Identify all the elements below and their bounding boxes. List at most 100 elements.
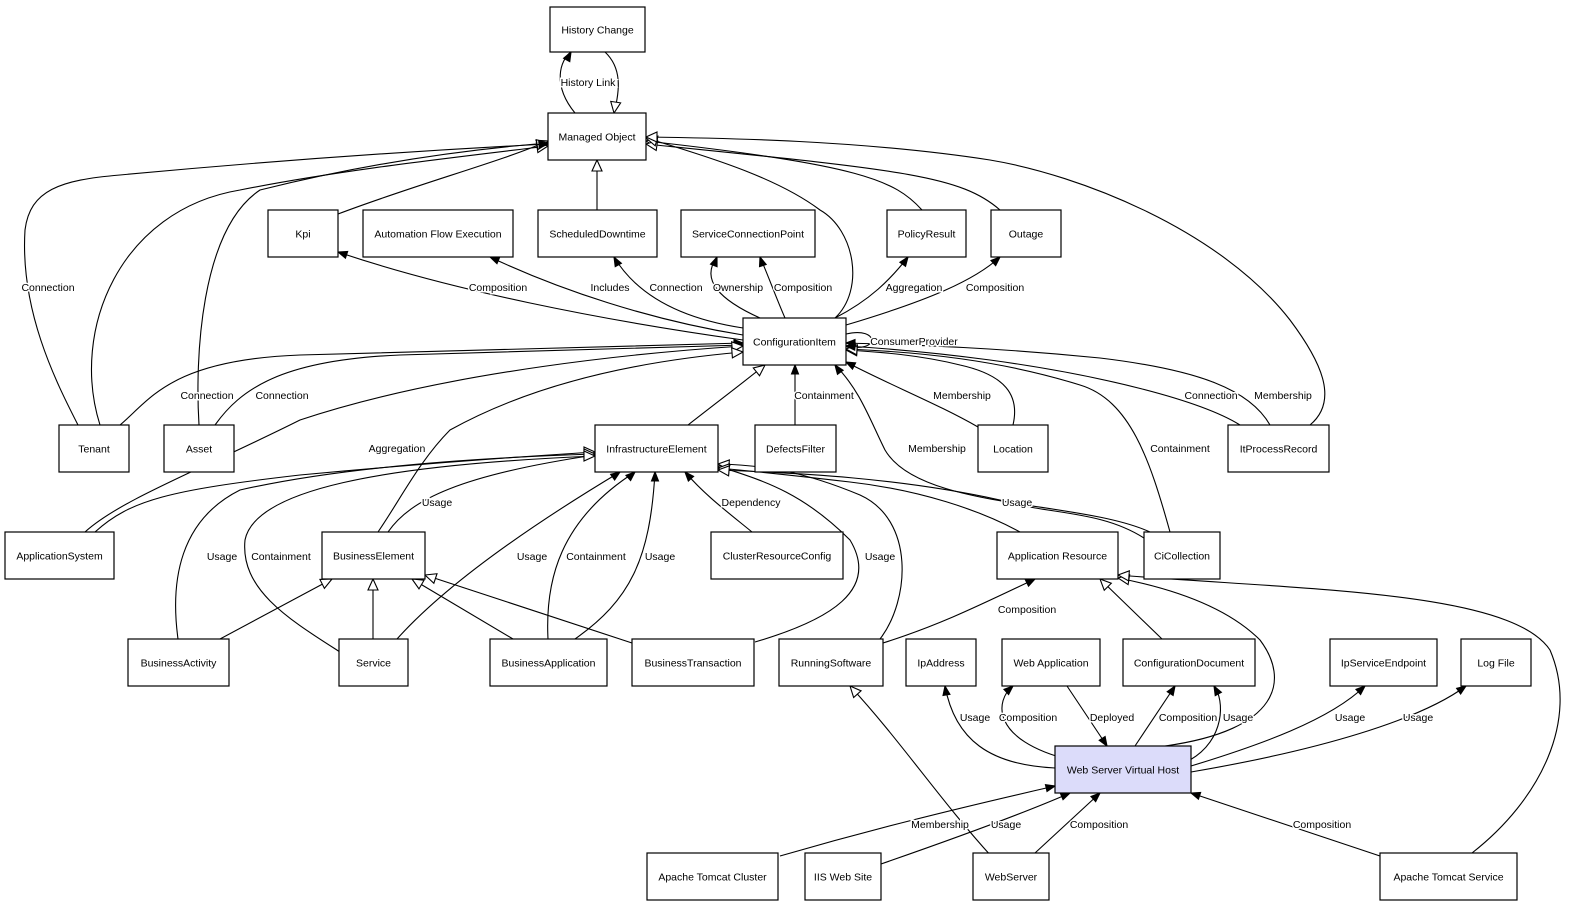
edge-line <box>1099 578 1163 640</box>
node-service[interactable]: Service <box>338 638 409 687</box>
edge-ci-to-afe <box>488 256 744 336</box>
edge-label: Connection <box>649 282 702 294</box>
node-kpi[interactable]: Kpi <box>267 209 339 258</box>
node-policy[interactable]: PolicyResult <box>886 209 967 258</box>
edge-line <box>834 364 1151 533</box>
node-btrans[interactable]: BusinessTransaction <box>631 638 755 687</box>
node-box <box>804 852 882 901</box>
edge-line <box>424 574 633 644</box>
node-managed[interactable]: Managed Object <box>547 112 647 161</box>
node-label: Web Server Virtual Host <box>1067 765 1179 777</box>
edge-line <box>547 471 636 640</box>
node-afe[interactable]: Automation Flow Execution <box>362 209 514 258</box>
node-box <box>996 531 1119 580</box>
node-tenant[interactable]: Tenant <box>58 424 130 473</box>
node-atc[interactable]: Apache Tomcat Cluster <box>646 852 779 901</box>
node-box <box>977 424 1049 473</box>
edge-ci-to-policy <box>834 255 909 319</box>
edge-label: Connection <box>21 282 74 294</box>
edge-wsvh-to-ipaddr <box>942 684 1056 769</box>
edge-wsvh-to-ipse <box>1190 684 1367 767</box>
edge-webapp-to-wsvh <box>1066 685 1108 748</box>
edge-line <box>845 348 1171 533</box>
edge-asset-to-ci <box>214 340 745 426</box>
node-appres[interactable]: Application Resource <box>996 531 1119 580</box>
filled-arrowhead-icon <box>488 256 501 265</box>
node-label: Web Application <box>1013 658 1088 670</box>
edge-label: Composition <box>774 282 833 294</box>
node-webapp[interactable]: Web Application <box>1001 638 1101 687</box>
edge-line <box>645 143 1001 211</box>
node-ipaddr[interactable]: IpAddress <box>905 638 977 687</box>
hollow-arrowhead-icon <box>591 158 603 172</box>
node-box <box>163 424 235 473</box>
edge-sdt-to-managed <box>591 158 603 210</box>
node-appsys[interactable]: ApplicationSystem <box>4 531 115 580</box>
edge-history-to-managed <box>604 51 622 115</box>
edge-label: Usage <box>960 712 991 724</box>
node-ci[interactable]: ConfigurationItem <box>742 317 847 366</box>
edge-line <box>845 345 1241 426</box>
edge-label: Composition <box>469 282 528 294</box>
node-logfile[interactable]: Log File <box>1460 638 1532 687</box>
node-location[interactable]: Location <box>977 424 1049 473</box>
edge-line <box>91 145 549 426</box>
node-sdt[interactable]: ScheduledDowntime <box>537 209 658 258</box>
edge-line <box>1134 685 1176 747</box>
node-cicoll[interactable]: CiCollection <box>1143 531 1221 580</box>
node-confdoc[interactable]: ConfigurationDocument <box>1122 638 1256 687</box>
node-wsvh[interactable]: Web Server Virtual Host <box>1054 745 1192 794</box>
edge-line <box>779 785 1056 857</box>
node-box <box>489 638 608 687</box>
node-bapp[interactable]: BusinessApplication <box>489 638 608 687</box>
filled-arrowhead-icon <box>538 140 550 150</box>
edge-line <box>1190 792 1381 857</box>
edge-line <box>849 685 993 858</box>
edge-line <box>23 143 549 426</box>
filled-arrowhead-icon <box>1166 684 1176 697</box>
edge-service-to-be <box>367 577 379 639</box>
edge-line <box>1117 574 1561 854</box>
node-crc[interactable]: ClusterResourceConfig <box>710 531 844 580</box>
node-box <box>1329 638 1438 687</box>
node-box <box>680 209 816 258</box>
edge-service-to-infra <box>396 471 622 640</box>
hollow-arrowhead-icon <box>1116 570 1130 582</box>
edge-webserver-to-wsvh <box>1034 791 1102 854</box>
node-ats[interactable]: Apache Tomcat Service <box>1379 852 1518 901</box>
edge-line <box>1190 685 1366 767</box>
node-outage[interactable]: Outage <box>990 209 1062 258</box>
node-itproc[interactable]: ItProcessRecord <box>1227 424 1330 473</box>
node-rsw[interactable]: RunningSoftware <box>778 638 884 687</box>
edge-label: Usage <box>422 497 453 509</box>
node-be[interactable]: BusinessElement <box>321 531 426 580</box>
node-box <box>537 209 658 258</box>
edge-label: Composition <box>966 282 1025 294</box>
node-defects[interactable]: DefectsFilter <box>754 424 837 473</box>
node-scp[interactable]: ServiceConnectionPoint <box>680 209 816 258</box>
edge-line <box>944 685 1056 769</box>
edge-line <box>337 140 549 215</box>
node-label: Tenant <box>78 444 110 456</box>
node-asset[interactable]: Asset <box>163 424 235 473</box>
node-iis[interactable]: IIS Web Site <box>804 852 882 901</box>
edge-line <box>489 256 744 336</box>
node-webserver[interactable]: WebServer <box>972 852 1050 901</box>
node-label: Apache Tomcat Cluster <box>658 872 767 884</box>
edge-bapp-to-be <box>410 578 514 640</box>
filled-arrowhead-icon <box>844 361 857 371</box>
node-bact[interactable]: BusinessActivity <box>127 638 230 687</box>
node-history[interactable]: History Change <box>549 6 646 53</box>
edge-label: Deployed <box>1090 712 1135 724</box>
node-box <box>886 209 967 258</box>
filled-arrowhead-icon <box>834 363 845 376</box>
node-ipse[interactable]: IpServiceEndpoint <box>1329 638 1438 687</box>
filled-arrowhead-icon <box>709 255 718 268</box>
edge-service-to-infra <box>244 450 597 653</box>
filled-arrowhead-icon <box>942 684 951 697</box>
edge-label: Usage <box>1403 712 1434 724</box>
node-box <box>742 317 847 366</box>
node-infra[interactable]: InfrastructureElement <box>594 424 719 473</box>
edge-label: Usage <box>207 551 238 563</box>
